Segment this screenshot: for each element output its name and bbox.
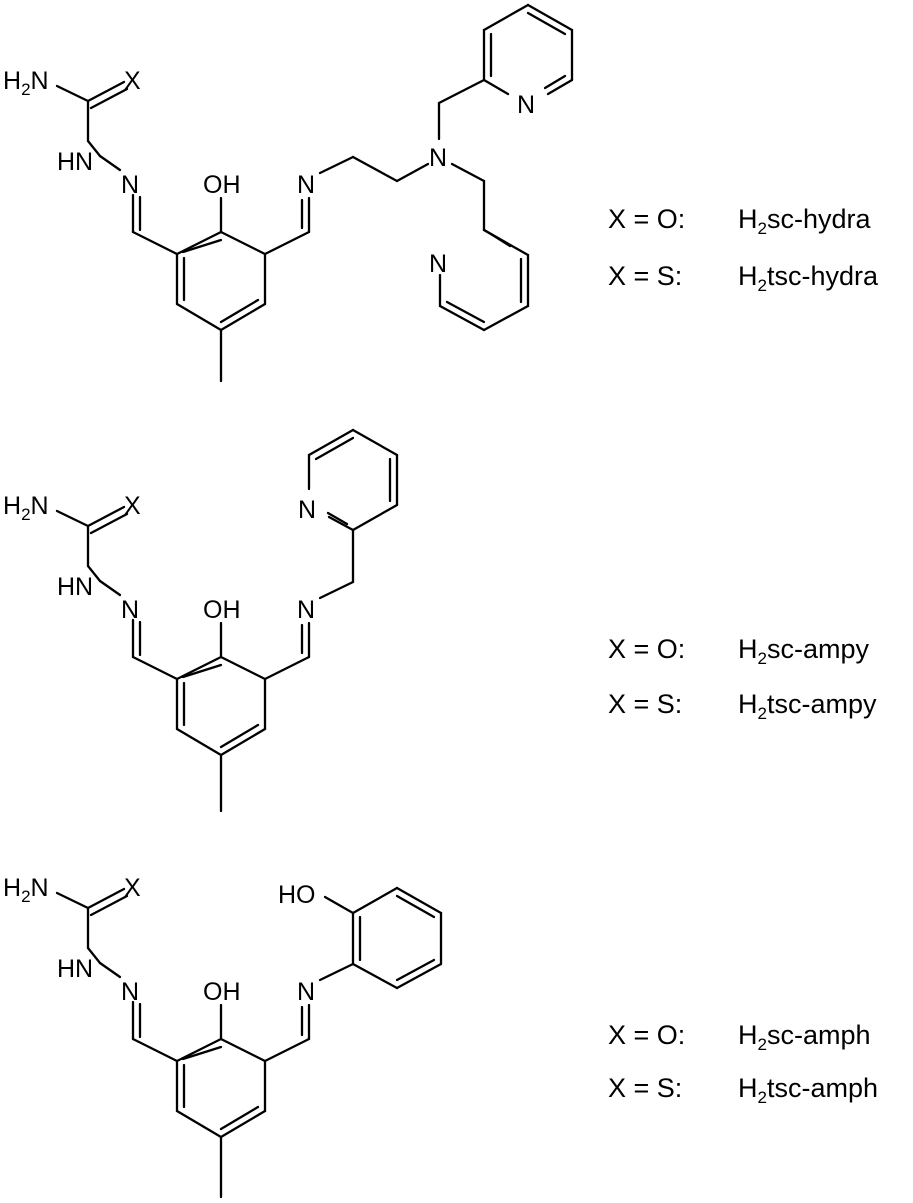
legend-condition: X = S: xyxy=(608,689,682,719)
oh-label: OH xyxy=(203,171,241,199)
x-label: X xyxy=(124,492,141,520)
hn-label: HN xyxy=(57,148,93,176)
imine-n-label: N xyxy=(297,171,315,199)
legend-condition: X = O: xyxy=(608,634,685,664)
oh-label: OH xyxy=(203,596,241,624)
compound-name: H2tsc-ampy xyxy=(738,689,877,723)
h2n-label: H2N xyxy=(3,67,49,99)
legend-condition: X = S: xyxy=(608,261,682,291)
imine-n-label: N xyxy=(297,596,315,624)
hydrazone-n-label: N xyxy=(121,596,139,624)
h2n-label: H2N xyxy=(3,492,49,524)
imine-n-label: N xyxy=(297,978,315,1006)
compound-name: H2sc-amph xyxy=(738,1020,871,1054)
legend-condition: X = O: xyxy=(608,1020,685,1050)
hn-label: HN xyxy=(57,955,93,983)
hn-label: HN xyxy=(57,573,93,601)
pyridine-n-label: N xyxy=(429,250,447,278)
compound-name: H2tsc-hydra xyxy=(738,261,879,295)
amine-n-label: N xyxy=(429,144,447,172)
ho-label: HO xyxy=(278,881,316,909)
structure-ampy: H2N X HN N OH N N X = O: H2sc-ampy X = S… xyxy=(3,428,877,813)
compound-name: H2sc-ampy xyxy=(738,634,869,668)
structure-amph: H2N X HN N OH N HO X = O: H2sc-amph X = … xyxy=(3,874,878,1199)
h2n-label: H2N xyxy=(3,874,49,906)
compound-name: H2tsc-amph xyxy=(738,1073,878,1107)
x-label: X xyxy=(124,874,141,902)
hydrazone-n-label: N xyxy=(121,978,139,1006)
hydrazone-n-label: N xyxy=(121,171,139,199)
structure-hydra: H2N X HN N OH N N N N X = O: H2sc-hydra … xyxy=(3,3,879,383)
oh-label: OH xyxy=(203,978,241,1006)
legend-condition: X = S: xyxy=(608,1073,682,1103)
legend-condition: X = O: xyxy=(608,204,685,234)
compound-name: H2sc-hydra xyxy=(738,204,871,238)
x-label: X xyxy=(124,67,141,95)
pyridine-n-label: N xyxy=(298,496,316,524)
pyridine-n-label: N xyxy=(517,91,535,119)
